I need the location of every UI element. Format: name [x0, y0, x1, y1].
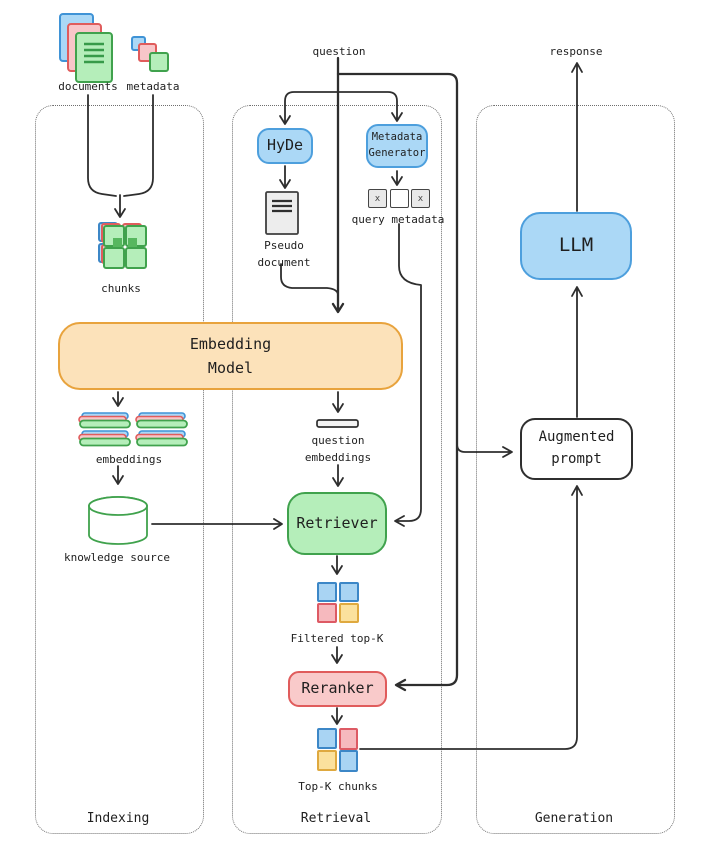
- arrow-embeddings-to-knowledge-source: [112, 465, 124, 485]
- arrow-query-metadata-to-retriever: [394, 223, 422, 527]
- topk-chunks-icon: [317, 728, 358, 772]
- metadata-icon: [131, 36, 169, 72]
- connector-metadata-to-chunks: [123, 94, 154, 197]
- indexing-section-label: Indexing: [86, 811, 150, 826]
- connector-question-right-branch: [336, 72, 459, 692]
- augmented-prompt-node: Augmented prompt: [520, 418, 633, 480]
- arrow-hyde-to-pseudo-document: [279, 165, 291, 189]
- query-metadata-box-1: x: [368, 189, 387, 208]
- metadata-generator-node: Metadata Generator: [366, 124, 428, 168]
- x-mark-icon: x: [417, 193, 424, 204]
- arrow-fork-to-chunks: [114, 194, 126, 218]
- section-indexing: [35, 105, 204, 834]
- knowledge-source-label: knowledge source: [64, 551, 170, 564]
- generation-section-label: Generation: [534, 811, 614, 826]
- arrow-topk-chunks-to-augmented-prompt: [359, 485, 583, 750]
- connector-pseudo-document-to-embedding-model: [280, 263, 339, 296]
- question-label: question: [312, 45, 366, 58]
- chunks-icon: [98, 222, 147, 269]
- section-generation: [476, 105, 675, 834]
- arrow-retriever-to-filtered-topk: [331, 555, 343, 575]
- question-embeddings-icon: [316, 419, 359, 428]
- topk-chunks-label: Top-K chunks: [298, 780, 378, 793]
- filtered-topk-label: Filtered top-K: [290, 632, 384, 645]
- question-embeddings-label: question embeddings: [304, 434, 372, 464]
- arrow-metadata-generator-to-query-metadata: [391, 170, 403, 186]
- embeddings-icon: [78, 412, 188, 447]
- documents-label: documents: [58, 80, 118, 93]
- hyde-node: HyDe: [257, 128, 313, 164]
- chunks-label: chunks: [101, 282, 141, 295]
- arrow-knowledge-source-to-retriever: [151, 518, 283, 530]
- arrow-embedding-model-to-question-embeddings: [332, 391, 344, 413]
- arrow-reranker-to-topk-chunks: [331, 707, 343, 725]
- query-metadata-label: query metadata: [351, 213, 445, 226]
- retrieval-section-label: Retrieval: [300, 811, 372, 826]
- filtered-topk-icon: [317, 582, 359, 623]
- query-metadata-box-2: [390, 189, 409, 208]
- reranker-node: Reranker: [288, 671, 387, 707]
- arrow-question-to-hyde: [279, 91, 339, 125]
- response-label: response: [549, 45, 603, 58]
- arrow-question-to-embedding-model: [331, 56, 345, 314]
- embedding-model-node: Embedding Model: [58, 322, 403, 390]
- llm-node: LLM: [520, 212, 632, 280]
- arrow-embedding-model-to-embeddings: [112, 391, 124, 407]
- connector-documents-to-chunks: [87, 94, 117, 197]
- pseudo-document-icon: [265, 191, 299, 235]
- documents-icon: [59, 13, 113, 83]
- arrow-question-to-augmented-prompt: [456, 443, 513, 458]
- arrow-filtered-topk-to-reranker: [331, 646, 343, 664]
- x-mark-icon: x: [374, 193, 381, 204]
- retriever-node: Retriever: [287, 492, 387, 555]
- arrow-llm-to-response: [571, 62, 583, 212]
- embeddings-label: embeddings: [95, 453, 163, 466]
- pseudo-document-label: Pseudo document: [257, 239, 311, 269]
- query-metadata-box-3: x: [411, 189, 430, 208]
- metadata-label: metadata: [126, 80, 180, 93]
- arrow-question-to-metadata-generator: [337, 91, 403, 122]
- arrow-question-embeddings-to-retriever: [332, 464, 344, 487]
- arrow-augmented-prompt-to-llm: [571, 286, 583, 418]
- knowledge-source-icon: [88, 496, 148, 545]
